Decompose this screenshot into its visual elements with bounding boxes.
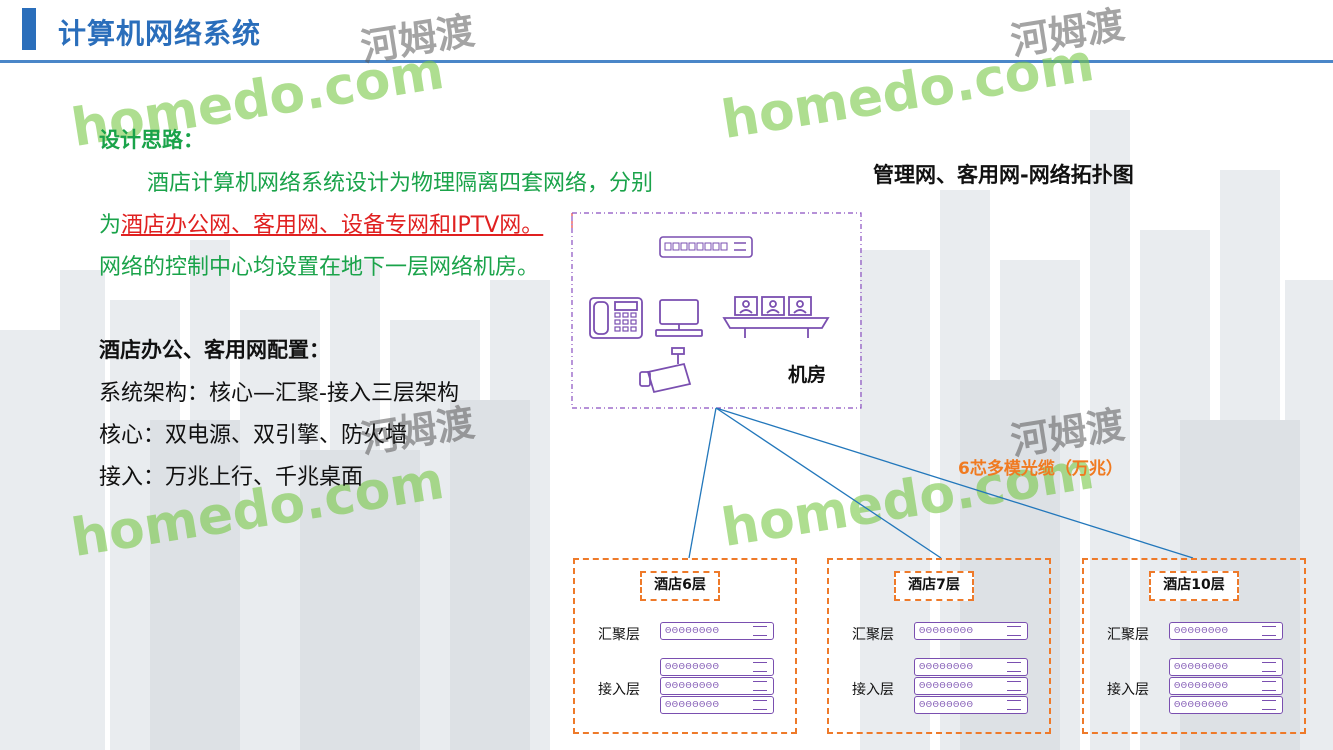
floor-box-10 <box>1082 558 1306 734</box>
machine-room-label: 机房 <box>788 364 827 386</box>
aggregation-label: 汇聚层 <box>1107 627 1149 643</box>
floor-tag-7: 酒店7层 <box>894 571 974 601</box>
design-line-3: 网络的控制中心均设置在地下一层网络机房。 <box>99 255 540 280</box>
design-line-2-prefix: 为 <box>99 213 122 238</box>
design-heading: 设计思路： <box>99 128 204 152</box>
switch-icon: ΘΘΘΘΘΘΘΘ <box>1169 677 1283 695</box>
link-floor-10 <box>715 407 1194 559</box>
page-title: 计算机网络系统 <box>58 17 262 50</box>
fiber-cable-label: 6芯多模光缆（万兆） <box>958 459 1123 479</box>
floor-box-6 <box>573 558 797 734</box>
computer-icon <box>655 299 703 337</box>
switch-icon: ΘΘΘΘΘΘΘΘ <box>660 677 774 695</box>
access-label: 接入层 <box>852 682 894 698</box>
link-floor-7 <box>715 407 942 559</box>
config-core: 核心：双电源、双引擎、防火墙 <box>99 423 408 448</box>
header-accent-bar <box>22 8 36 50</box>
switch-icon: ΘΘΘΘΘΘΘΘ <box>914 622 1028 640</box>
switch-icon: ΘΘΘΘΘΘΘΘ <box>660 696 774 714</box>
access-label: 接入层 <box>598 682 640 698</box>
switch-icon: ΘΘΘΘΘΘΘΘ <box>660 658 774 676</box>
switch-icon: ΘΘΘΘΘΘΘΘ <box>914 696 1028 714</box>
topology-title: 管理网、客用网-网络拓扑图 <box>873 163 1134 187</box>
switch-icon: ΘΘΘΘΘΘΘΘ <box>914 677 1028 695</box>
switch-icon: ΘΘΘΘΘΘΘΘ <box>1169 658 1283 676</box>
design-line-2-highlight: 酒店办公网、客用网、设备专网和IPTV网。 <box>121 213 544 238</box>
design-line-1: 酒店计算机网络系统设计为物理隔离四套网络，分别 <box>147 171 654 196</box>
phone-icon <box>589 297 643 339</box>
switch-icon: ΘΘΘΘΘΘΘΘ <box>660 622 774 640</box>
switch-icon: ΘΘΘΘΘΘΘΘ <box>914 658 1028 676</box>
core-switch-icon <box>659 236 753 258</box>
design-line-2: 为酒店办公网、客用网、设备专网和IPTV网。 <box>99 207 543 239</box>
floor-box-7 <box>827 558 1051 734</box>
aggregation-label: 汇聚层 <box>852 627 894 643</box>
fiber-links <box>688 407 1194 559</box>
header-divider <box>0 60 1333 63</box>
config-access: 接入：万兆上行、千兆桌面 <box>99 465 364 490</box>
access-label: 接入层 <box>1107 682 1149 698</box>
floor-tag-10: 酒店10层 <box>1149 571 1239 601</box>
video-conference-icon <box>722 296 830 338</box>
switch-icon: ΘΘΘΘΘΘΘΘ <box>1169 622 1283 640</box>
aggregation-label: 汇聚层 <box>598 627 640 643</box>
link-floor-6 <box>688 407 717 559</box>
floor-tag-6: 酒店6层 <box>640 571 720 601</box>
config-heading: 酒店办公、客用网配置： <box>99 338 330 362</box>
switch-icon: ΘΘΘΘΘΘΘΘ <box>1169 696 1283 714</box>
camera-icon <box>639 347 692 394</box>
config-architecture: 系统架构：核心—汇聚-接入三层架构 <box>99 381 459 406</box>
